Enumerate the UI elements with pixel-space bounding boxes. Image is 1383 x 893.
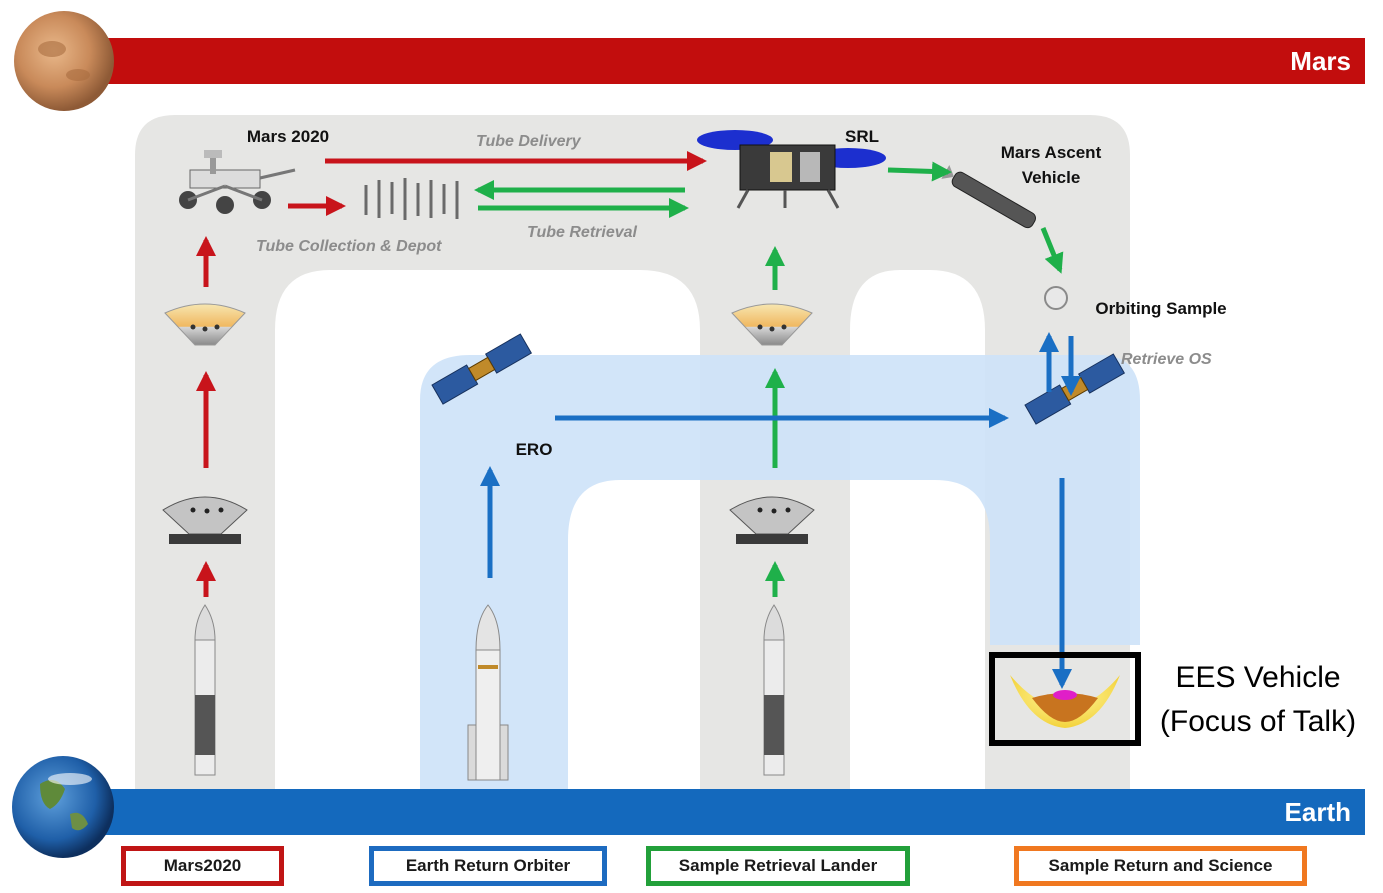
label-tube-retrieval: Tube Retrieval — [527, 224, 637, 241]
legend-ero-label: Earth Return Orbiter — [405, 856, 571, 875]
focus-highlight-box — [989, 652, 1141, 746]
earth-band-label: Earth — [1284, 797, 1351, 827]
focus-line-1: EES Vehicle — [1175, 661, 1341, 694]
label-mars-ascent-vehicle: Mars Ascent Vehicle — [1000, 143, 1102, 187]
green-arrow-to-mav — [887, 161, 952, 182]
ero-satellite-icon — [431, 333, 533, 405]
entry-capsule-icon-2 — [731, 303, 813, 346]
earth-planet-icon — [12, 756, 114, 858]
rocket-icon-1 — [194, 604, 216, 776]
label-tube-collection-depot: Tube Collection & Depot — [256, 238, 442, 255]
rocket-icon-3 — [763, 604, 785, 776]
tube-depot-icon — [364, 178, 459, 220]
entry-capsule-icon-1 — [164, 303, 246, 346]
label-orbiting-sample: Orbiting Sample — [1095, 299, 1227, 318]
legend-mars2020-label: Mars2020 — [163, 856, 242, 875]
legend-earth-return-orbiter: Earth Return Orbiter — [369, 846, 607, 886]
blue-ero-path — [420, 355, 1140, 790]
legend-srs-label: Sample Return and Science — [1048, 856, 1273, 875]
label-mars2020: Mars 2020 — [246, 127, 330, 146]
mars-band: Mars — [60, 38, 1365, 84]
rocket-icon-2 — [467, 604, 509, 781]
label-ero: ERO — [515, 440, 553, 459]
label-tube-delivery: Tube Delivery — [476, 133, 581, 150]
focus-line-2: (Focus of Talk) — [1159, 705, 1357, 738]
mars-band-label: Mars — [1290, 46, 1351, 76]
ees-vehicle-icon — [1010, 675, 1120, 728]
cruise-capsule-icon-1 — [162, 496, 248, 544]
orbiting-sample-icon — [1044, 286, 1068, 310]
label-retrieve-os: Retrieve OS — [1121, 351, 1212, 368]
rover-icon — [179, 150, 296, 214]
legend-sample-return-science: Sample Return and Science — [1014, 846, 1307, 886]
legend-sample-retrieval-lander: Sample Retrieval Lander — [646, 846, 910, 886]
label-srl: SRL — [845, 127, 879, 146]
focus-callout: EES Vehicle (Focus of Talk) — [1148, 656, 1368, 744]
legend-srl-label: Sample Retrieval Lander — [678, 856, 878, 875]
legend-mars2020: Mars2020 — [121, 846, 284, 886]
cruise-capsule-icon-2 — [729, 496, 815, 544]
lander-icon — [697, 130, 886, 209]
earth-band: Earth — [60, 789, 1365, 835]
mars-planet-icon — [14, 11, 114, 111]
green-arrow-to-os — [1040, 227, 1064, 274]
